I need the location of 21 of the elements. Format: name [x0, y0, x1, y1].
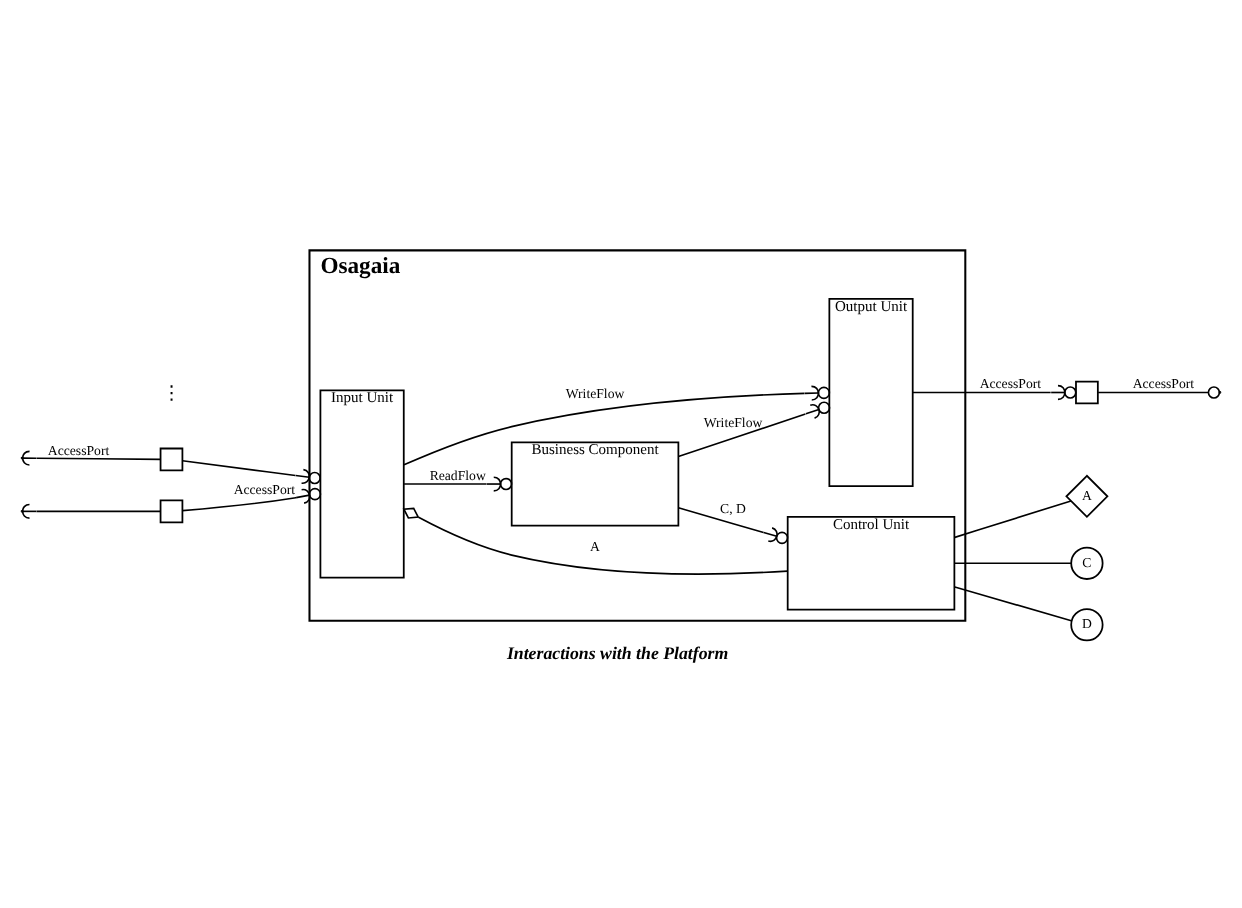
connector: [1097, 390, 1210, 393]
connector: [953, 585, 1073, 621]
connector: [677, 506, 789, 544]
connector: [953, 499, 1072, 538]
node-box: [1075, 379, 1099, 404]
connector: [181, 458, 321, 484]
connector: [402, 506, 789, 574]
node-box: Output Unit: [828, 297, 914, 486]
node-box: [159, 498, 184, 523]
node-box: [159, 446, 184, 471]
connector: [403, 475, 513, 491]
connector: [677, 400, 831, 457]
connector: [912, 383, 1077, 400]
node-box: Input Unit: [319, 388, 405, 578]
node-box: Control Unit: [786, 514, 956, 610]
connector: [403, 384, 831, 465]
label: ⋮: [161, 381, 182, 404]
caption: Interactions with the Platform: [506, 641, 729, 662]
connector: [181, 486, 322, 511]
node-box: Business Component: [510, 440, 680, 526]
connector: [953, 561, 1072, 564]
